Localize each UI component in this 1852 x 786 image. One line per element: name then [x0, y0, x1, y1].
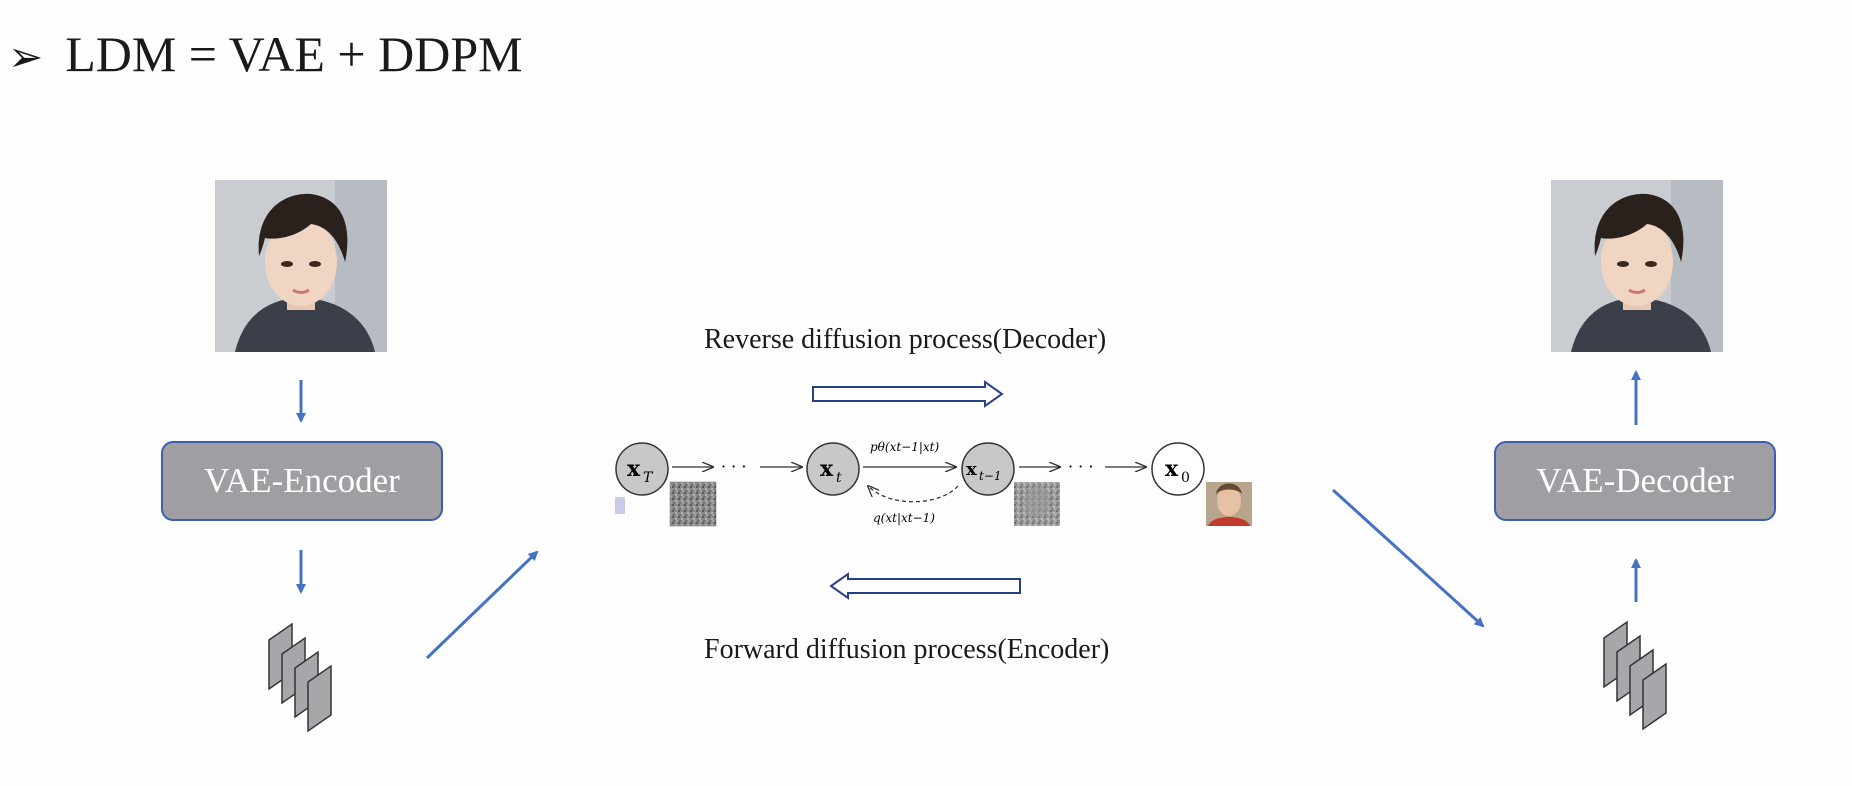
- q-label: q(xt|xt−1): [873, 511, 935, 525]
- forward-double-arrow-icon: [829, 572, 1021, 600]
- node-xt-minus-1-label: x: [966, 459, 977, 480]
- slide-title-text: LDM = VAE + DDPM: [65, 26, 523, 82]
- node-xt-minus-1: [961, 442, 1015, 496]
- node-x0: [1151, 442, 1205, 496]
- left-latent-stack-icon: [268, 622, 332, 733]
- node-x0-label: x: [1165, 456, 1179, 482]
- arrow-diffusion-to-latent: [1331, 488, 1485, 628]
- node-xT: [615, 442, 669, 496]
- arrow-latent-to-diffusion: [425, 550, 539, 660]
- node-xT-sub: T: [643, 470, 654, 486]
- node-xt: [806, 442, 860, 496]
- p-theta-label: pθ(xt−1|xt): [870, 440, 940, 454]
- vae-encoder-box: VAE-Encoder: [161, 441, 443, 521]
- bullet-arrow-icon: ➢: [8, 32, 44, 81]
- dots-left: · · ·: [721, 457, 746, 476]
- vae-decoder-box: VAE-Decoder: [1494, 441, 1776, 521]
- noisy-face-thumbnail: [1014, 482, 1060, 526]
- node-xt-label: x: [820, 456, 834, 482]
- input-portrait-image: [215, 180, 387, 352]
- clean-face-thumbnail: [1206, 482, 1252, 526]
- node-x0-sub: 0: [1181, 470, 1190, 486]
- reverse-double-arrow-icon: [812, 380, 1004, 408]
- small-marker: [615, 497, 625, 514]
- node-xt-minus-1-sub: t−1: [979, 469, 1002, 483]
- forward-process-label: Forward diffusion process(Encoder): [704, 634, 1110, 665]
- output-portrait-image: [1551, 180, 1723, 352]
- right-latent-stack-icon: [1603, 620, 1667, 731]
- markov-chain: x T x t x t−1 x 0 · · · · · · pθ(xt−1|xt…: [615, 440, 1252, 527]
- slide-title: ➢ LDM = VAE + DDPM: [8, 22, 523, 89]
- reverse-process-label: Reverse diffusion process(Decoder): [704, 324, 1107, 355]
- node-xT-label: x: [627, 456, 641, 482]
- dots-right: · · ·: [1068, 457, 1093, 476]
- noise-thumbnail-xT: [669, 481, 717, 527]
- q-dashed-arrow: [868, 486, 959, 503]
- node-xt-sub: t: [836, 470, 842, 486]
